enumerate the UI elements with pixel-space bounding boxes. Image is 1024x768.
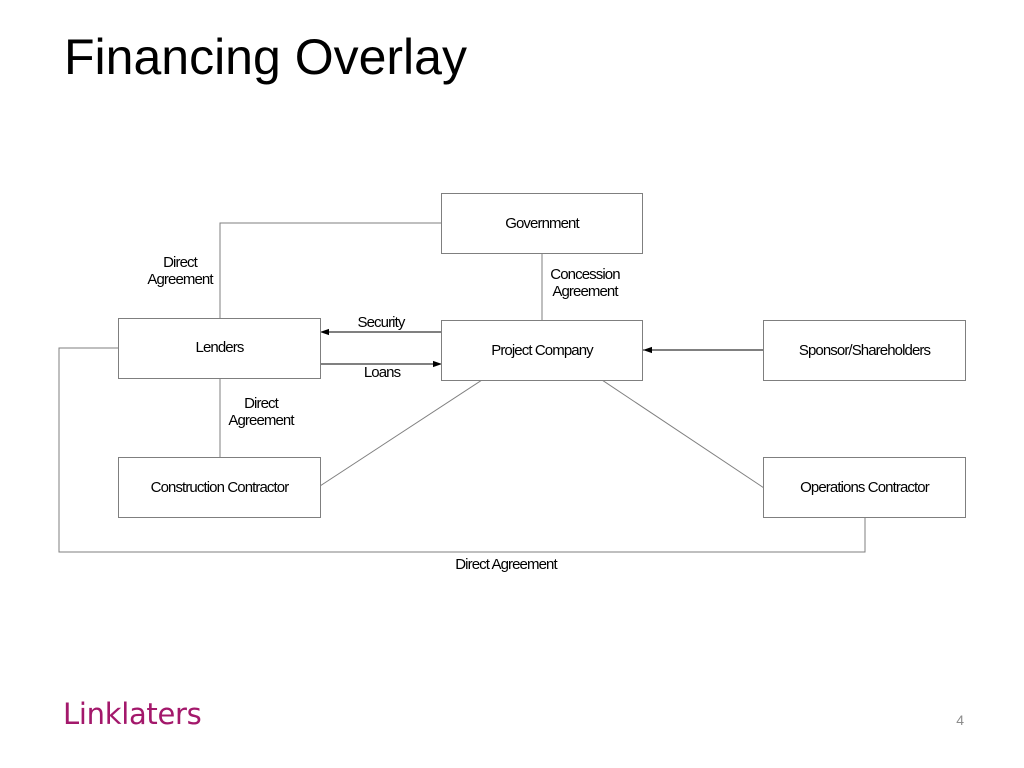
node-sponsor-shareholders: Sponsor/Shareholders (763, 320, 966, 381)
connector-lenders-government (219, 222, 442, 318)
label-security: Security (357, 314, 406, 331)
linklaters-logo: Linklaters (63, 697, 202, 731)
node-project-company: Project Company (441, 320, 643, 381)
label-concession-agreement: Concession Agreement (550, 266, 620, 300)
connector-project-construction (319, 379, 483, 487)
connector-project-operations (601, 379, 765, 489)
connector-lenders-operations (58, 347, 866, 553)
label-lenders-government-agreement: Direct Agreement (147, 254, 213, 288)
label-lenders-operations-agreement: Direct Agreement (455, 556, 557, 573)
label-loans: Loans (363, 364, 401, 381)
slide-title: Financing Overlay (64, 29, 467, 85)
node-operations-contractor: Operations Contractor (763, 457, 966, 518)
label-lenders-construction-agreement: Direct Agreement (228, 395, 294, 429)
node-government: Government (441, 193, 643, 254)
page-number: 4 (956, 712, 964, 728)
node-construction-contractor: Construction Contractor (118, 457, 321, 518)
node-lenders: Lenders (118, 318, 321, 379)
